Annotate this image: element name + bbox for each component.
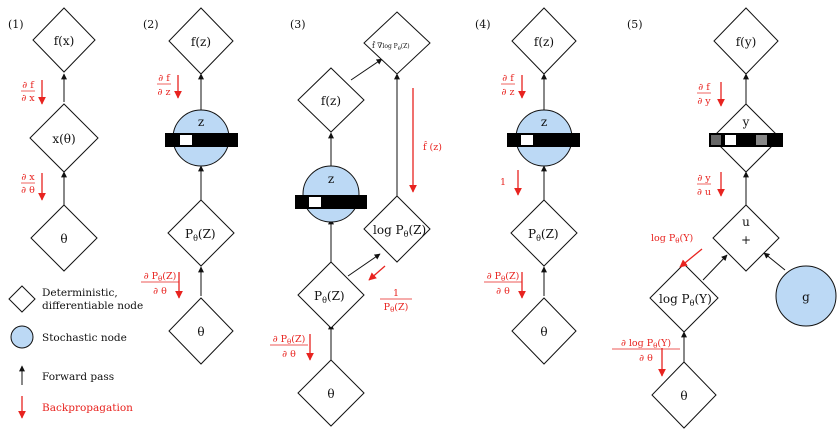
gradient-label-df-dy-den: ∂ y: [697, 96, 711, 107]
backprop-arrow: [368, 265, 386, 281]
legend-deterministic-label-1: Deterministic,: [42, 287, 118, 299]
deterministic-node-theta: [168, 297, 234, 365]
deterministic-node-fhat-grad: [363, 11, 431, 75]
forward-edge: [763, 252, 786, 271]
gradient-label-df-dx-den: ∂ x: [21, 93, 35, 104]
legend-deterministic-label-2: differentiable node: [42, 300, 143, 312]
node-label-ptheta: Pθ(Z): [314, 289, 345, 305]
gradient-label-inv-p-den: Pθ(Z): [384, 302, 409, 314]
node-label-plus: +: [741, 233, 751, 247]
node-label-fz: f(z): [321, 94, 341, 108]
gradient-label-dp-dtheta-den: ∂ θ: [153, 286, 167, 297]
node-label-theta: θ: [680, 389, 687, 403]
node-label-fz: f(z): [534, 35, 554, 49]
deterministic-node-ptheta: [167, 199, 235, 267]
panel-number-3: (3): [290, 18, 306, 31]
gradient-label-dp-dtheta-den: ∂ θ: [496, 286, 510, 297]
forward-edge: [347, 253, 381, 277]
forward-edge: [702, 254, 728, 281]
legend-deterministic-icon: [8, 285, 36, 313]
stochastic-node-g: [775, 265, 837, 327]
gradient-label-df-dz-den: ∂ z: [158, 87, 171, 98]
node-label-logp: log Pθ(Y): [659, 292, 712, 308]
gradient-label-inv-p-num: 1: [393, 288, 399, 299]
gradient-label-dy-du-num: ∂ y: [697, 173, 711, 184]
deterministic-node-u: [712, 204, 780, 272]
panel-4: f(z) z Pθ(Z) θ ∂ f ∂ z 1 ∂ Pθ(Z) ∂ θ: [484, 7, 580, 365]
panel-number-5: (5): [627, 18, 643, 31]
gradient-label-dx-dtheta-num: ∂ x: [21, 172, 35, 183]
node-label-z: z: [328, 172, 334, 186]
node-label-ptheta: Pθ(Z): [528, 227, 559, 243]
node-label-g: g: [802, 290, 810, 304]
panel-2: f(z) z Pθ(Z) θ ∂ f ∂ z ∂ Pθ(Z) ∂ θ: [141, 7, 238, 365]
node-label-theta: θ: [60, 232, 67, 246]
legend-backprop-label: Backpropagation: [42, 402, 133, 414]
panel-number-1: (1): [8, 18, 24, 31]
deterministic-node-fz: [168, 7, 234, 75]
panel-5: f(y) y u + g log Pθ(Y) θ ∂ f ∂ y ∂ y ∂ u…: [612, 7, 837, 429]
gradient-label-fhat-z: f̂ (z): [423, 141, 442, 153]
node-label-fz: f(z): [191, 35, 211, 49]
deterministic-node-x: [29, 103, 99, 173]
deterministic-node-theta: [511, 297, 577, 365]
legend-stochastic-label: Stochastic node: [42, 332, 127, 344]
deterministic-node-ptheta: [510, 199, 578, 267]
node-label-z: z: [541, 115, 547, 129]
deterministic-node-fy: [713, 7, 779, 75]
node-label-x: x(θ): [52, 132, 75, 146]
node-label-logp: log Pθ(Z): [373, 223, 426, 239]
node-label-theta: θ: [540, 325, 547, 339]
node-label-fy: f(y): [736, 35, 757, 49]
forward-edge: [350, 58, 383, 81]
gradient-label-one: 1: [500, 177, 506, 188]
gradient-label-df-dy-num: ∂ f: [698, 82, 711, 93]
gradient-label-dp-dtheta-den: ∂ θ: [282, 349, 296, 360]
gradient-label-dp-dtheta-num: ∂ Pθ(Z): [144, 271, 177, 283]
gradient-label-df-dx-num: ∂ f: [22, 80, 35, 91]
deterministic-node-fz: [297, 67, 365, 133]
deterministic-node-fx: [32, 7, 96, 73]
sample-bar: [295, 195, 367, 209]
node-label-ptheta: Pθ(Z): [185, 227, 216, 243]
node-label-y: y: [742, 115, 750, 129]
deterministic-node-theta: [651, 361, 717, 429]
node-label-z: z: [198, 115, 204, 129]
gradient-label-logp-y: log Pθ(Y): [651, 233, 693, 245]
deterministic-node-logp: [363, 195, 431, 263]
sample-bar: [165, 133, 238, 147]
sample-bar: [507, 133, 580, 147]
node-label-theta: θ: [197, 325, 204, 339]
deterministic-node-logp: [649, 263, 719, 333]
legend-stochastic-icon: [10, 325, 34, 349]
panel-number-2: (2): [143, 18, 159, 31]
legend-forward-label: Forward pass: [42, 371, 114, 383]
gradient-label-dp-dtheta-num: ∂ Pθ(Z): [487, 271, 520, 283]
panel-1: f(x) x(θ) θ ∂ f ∂ x ∂ x ∂ θ: [21, 7, 99, 272]
relaxed-sample-bar: [709, 133, 783, 147]
gradient-label-dlogp-dtheta-num: ∂ log Pθ(Y): [621, 338, 671, 350]
gradient-label-dy-du-den: ∂ u: [697, 187, 711, 198]
node-label-theta: θ: [327, 387, 334, 401]
gradient-label-df-dz-num: ∂ f: [502, 73, 515, 84]
node-label-fx: f(x): [54, 34, 75, 48]
gradient-label-dp-dtheta-num: ∂ Pθ(Z): [273, 334, 306, 346]
node-label-u: u: [742, 215, 750, 229]
deterministic-node-ptheta: [297, 261, 365, 329]
backprop-arrow: [679, 248, 703, 268]
deterministic-node-fz: [511, 7, 577, 75]
legend: Deterministic, differentiable node Stoch…: [8, 285, 143, 419]
node-label-fhat-grad: f̂ ∇log Pθ(Z): [372, 41, 410, 52]
gradient-label-dx-dtheta-den: ∂ θ: [21, 185, 35, 196]
deterministic-node-theta: [297, 359, 365, 427]
gradient-label-dlogp-dtheta-den: ∂ θ: [639, 353, 653, 364]
panel-3: f̂ ∇log Pθ(Z) f(z) z log Pθ(Z) Pθ(Z) θ f…: [270, 11, 442, 427]
panel-number-4: (4): [475, 18, 491, 31]
gradient-label-df-dz-num: ∂ f: [158, 73, 171, 84]
deterministic-node-theta: [30, 204, 98, 272]
gradient-label-df-dz-den: ∂ z: [502, 87, 515, 98]
